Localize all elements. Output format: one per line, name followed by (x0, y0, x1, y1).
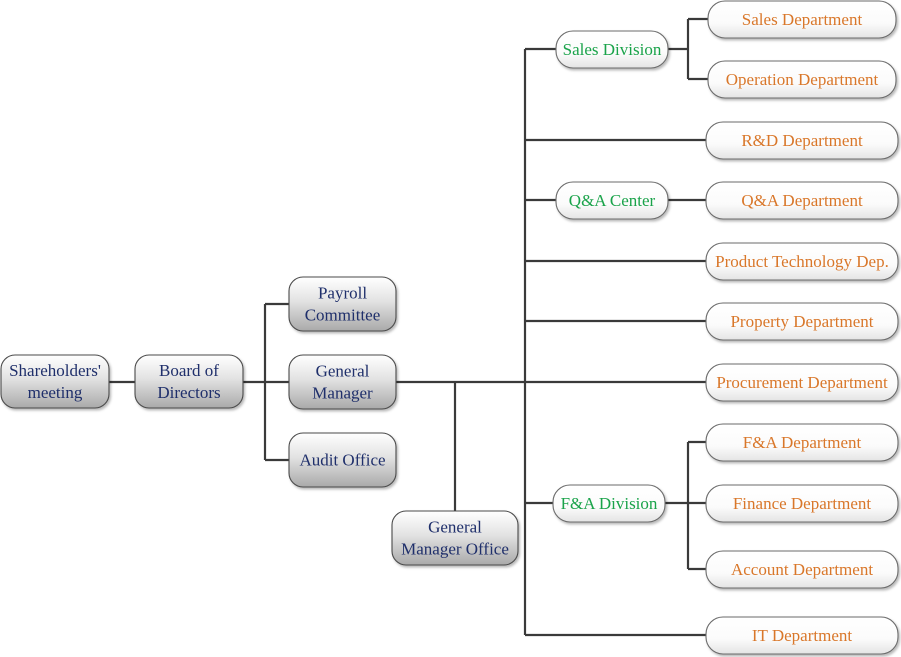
node-rd-dep-box (705, 121, 899, 160)
node-property-dep-box (705, 302, 899, 341)
node-fa-dep-box (705, 423, 899, 462)
node-sales-div-box (555, 30, 669, 69)
node-product-tech-box (705, 242, 899, 281)
node-account-dep-label: Account Department (731, 560, 873, 579)
node-gmo-label-line-1: General (428, 518, 482, 537)
node-qa-dep-box (705, 181, 899, 220)
node-product-tech: Product Technology Dep. (705, 242, 899, 281)
node-board-label-line-1: Board of (159, 361, 219, 380)
node-payroll-box (288, 276, 397, 332)
node-rd-dep: R&D Department (705, 121, 899, 160)
node-shareholders-label-line-1: Shareholders' (9, 361, 101, 380)
node-payroll-label-line-2: Committee (305, 306, 381, 325)
node-it-dep-label: IT Department (752, 626, 853, 645)
node-board-box (134, 354, 244, 409)
node-sales-div-label: Sales Division (563, 40, 662, 59)
node-account-dep: Account Department (705, 550, 899, 589)
node-finance-dep-box (705, 484, 899, 523)
node-shareholders-box (0, 354, 110, 409)
node-procurement-dep-label: Procurement Department (716, 373, 888, 392)
node-property-dep-label: Property Department (730, 312, 873, 331)
node-shareholders: Shareholders' meeting (0, 354, 110, 409)
node-finance-dep-label: Finance Department (733, 494, 872, 513)
node-procurement-dep-box (705, 363, 899, 402)
node-product-tech-label: Product Technology Dep. (715, 252, 889, 271)
node-board-label-line-2: Directors (157, 383, 220, 402)
node-fa-dep: F&A Department (705, 423, 899, 462)
node-operation-dep-box (707, 60, 897, 99)
node-board: Board of Directors (134, 354, 244, 409)
node-qa-center-label: Q&A Center (569, 191, 656, 210)
node-gm-label-line-1: General (316, 362, 370, 381)
node-audit-box (288, 432, 397, 488)
node-qa-center: Q&A Center (555, 181, 669, 220)
node-gmo-label-line-2: Manager Office (401, 540, 509, 559)
node-shareholders-label-line-2: meeting (28, 383, 83, 402)
node-fa-div: F&A Division (552, 484, 666, 523)
connector-lines (109, 17, 708, 637)
node-sales-div: Sales Division (555, 30, 669, 69)
node-gm-label-line-2: Manager (312, 384, 373, 403)
node-qa-dep: Q&A Department (705, 181, 899, 220)
node-audit: Audit Office (288, 432, 397, 488)
node-fa-div-box (552, 484, 666, 523)
node-fa-div-label: F&A Division (561, 494, 658, 513)
node-account-dep-box (705, 550, 899, 589)
node-qa-center-box (555, 181, 669, 220)
node-payroll-label-line-1: Payroll (318, 284, 367, 303)
node-operation-dep-label: Operation Department (726, 70, 879, 89)
node-qa-dep-label: Q&A Department (741, 191, 863, 210)
node-finance-dep: Finance Department (705, 484, 899, 523)
node-sales-dep-box (707, 0, 897, 39)
node-property-dep: Property Department (705, 302, 899, 341)
node-it-dep-box (705, 616, 899, 655)
node-gmo-box (391, 510, 519, 566)
node-sales-dep-label: Sales Department (742, 10, 863, 29)
node-fa-dep-label: F&A Department (743, 433, 862, 452)
node-it-dep: IT Department (705, 616, 899, 655)
node-gm-box (288, 354, 397, 410)
node-audit-label: Audit Office (299, 451, 385, 470)
node-rd-dep-label: R&D Department (741, 131, 863, 150)
node-sales-dep: Sales Department (707, 0, 897, 39)
node-operation-dep: Operation Department (707, 60, 897, 99)
node-procurement-dep: Procurement Department (705, 363, 899, 402)
